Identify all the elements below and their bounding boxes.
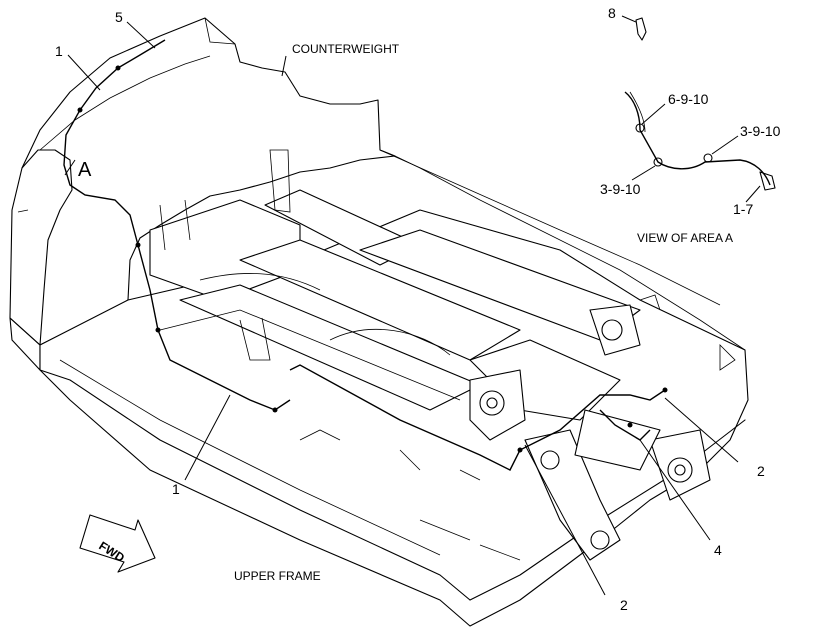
upper-frame-label: UPPER FRAME [234,569,321,583]
callout-5: 5 [115,9,123,25]
callout-2-right: 2 [757,463,765,479]
area-a-marker: A [78,159,92,181]
wiring-harness [63,39,668,471]
view-of-area-label: VIEW OF AREA A [637,231,733,245]
callout-3-9-10-right: 3-9-10 [740,123,781,139]
boom-mounts [469,304,711,561]
area-a-detail [624,17,776,191]
callout-1-7: 1-7 [733,201,753,217]
callout-2-bottom: 2 [620,597,628,613]
callout-3-9-10-left: 3-9-10 [600,181,641,197]
callout-1-top: 1 [55,43,63,59]
callout-8: 8 [608,5,616,21]
callout-1-bottom: 1 [172,481,180,497]
bolt-icon [635,17,647,41]
fwd-arrow-icon: FWD [79,514,156,573]
frame-details [159,149,736,561]
callout-4: 4 [714,542,722,558]
counterweight-label: COUNTERWEIGHT [292,42,400,56]
leader-lines [64,15,761,596]
callout-6-9-10: 6-9-10 [668,91,709,107]
